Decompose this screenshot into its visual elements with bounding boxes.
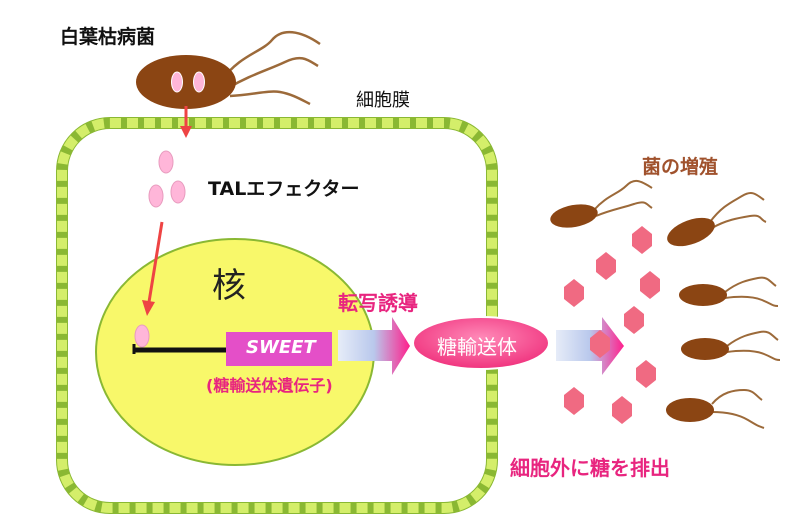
transcription-arrow xyxy=(338,317,410,375)
bacterium-icon xyxy=(667,192,767,247)
proliferating-bacteria xyxy=(550,180,781,429)
sugar-hexagon-icons xyxy=(564,226,660,424)
efflux-label: 細胞外に糖を排出 xyxy=(510,456,670,480)
nucleus-label: 核 xyxy=(212,266,246,306)
effector-protein-icon xyxy=(148,150,186,208)
bacterium-icon xyxy=(550,180,653,228)
nuclear-entry-arrow xyxy=(142,221,164,316)
membrane-label: 細胞膜 xyxy=(356,90,410,111)
bacterium-icon xyxy=(681,330,781,361)
gene-description-label: (糖輸送体遺伝子) xyxy=(206,376,333,395)
transporter-label: 糖輸送体 xyxy=(437,335,517,359)
bacterium-icon xyxy=(666,388,765,429)
bacterium-icon xyxy=(136,31,321,109)
effector-label: TALエフェクター xyxy=(208,178,360,200)
sweet-gene-label: SWEET xyxy=(246,337,316,358)
injection-arrow xyxy=(180,106,192,138)
sugar-transporter xyxy=(412,316,550,370)
pathogen-label: 白葉枯病菌 xyxy=(60,26,156,48)
cell-membrane xyxy=(56,117,498,514)
bacterium-icon xyxy=(679,276,779,307)
proliferation-label: 菌の増殖 xyxy=(642,156,719,178)
bound-effector-icon xyxy=(134,324,150,348)
sweet-gene-box xyxy=(226,332,332,366)
transcription-label: 転写誘導 xyxy=(338,291,418,315)
